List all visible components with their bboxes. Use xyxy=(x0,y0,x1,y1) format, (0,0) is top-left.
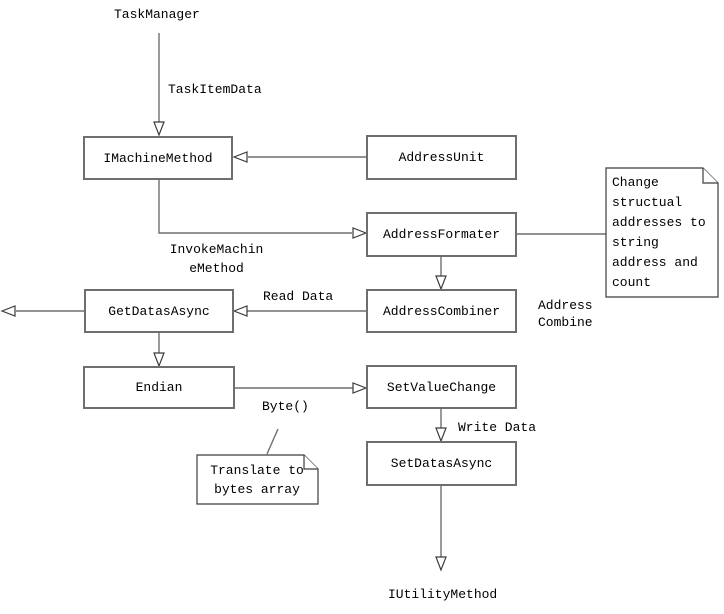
edge-label-invoke-machine-method-line1: InvokeMachin xyxy=(169,242,264,257)
box-address-unit: AddressUnit xyxy=(366,135,517,180)
note-change-line: address and xyxy=(612,255,698,270)
edge-label-invoke-machine-method: InvokeMachin eMethod xyxy=(139,243,294,276)
note-translate-shape xyxy=(196,454,319,505)
note-change-structural: Change structual addresses to string add… xyxy=(612,173,714,293)
arrow-endian-to-setvaluechange xyxy=(235,382,368,394)
edge-label-task-item-data: TaskItemData xyxy=(168,82,262,97)
edge-label-write-data: Write Data xyxy=(458,420,537,435)
box-address-combiner: AddressCombiner xyxy=(366,289,517,333)
arrow-addressunit-to-imachinemethod xyxy=(232,151,366,163)
edge-label-address-combine-line2: Combine xyxy=(538,315,593,330)
arrow-setvaluechange-to-setdatasasync xyxy=(435,409,447,443)
arrowhead-left-icon xyxy=(232,151,248,163)
note-change-line: string xyxy=(612,235,659,250)
note-change-shape xyxy=(605,167,719,298)
arrowhead-left-icon xyxy=(232,305,248,317)
edge-label-address-combine: Address Combine xyxy=(538,299,593,330)
arrow-imachinemethod-to-addressformater xyxy=(158,180,368,239)
note-translate-line: bytes array xyxy=(214,482,300,497)
arrowhead-down-icon xyxy=(153,121,165,137)
connector-byte-to-translate-note xyxy=(266,428,279,455)
box-endian: Endian xyxy=(83,366,235,409)
node-task-manager: TaskManager xyxy=(114,7,200,22)
edge-label-address-combine-line1: Address xyxy=(538,298,593,313)
box-imachine-method: IMachineMethod xyxy=(83,136,233,180)
arrow-setdatasasync-to-iutilitymethod xyxy=(435,486,447,572)
note-change-line: addresses to xyxy=(612,215,706,230)
arrowhead-right-icon xyxy=(352,382,368,394)
node-iutility-method: IUtilityMethod xyxy=(388,587,498,602)
note-translate-bytes: Translate to bytes array xyxy=(198,461,316,499)
box-set-value-change: SetValueChange xyxy=(366,365,517,409)
arrow-getdatasasync-to-endian xyxy=(153,333,165,368)
note-translate-line: Translate to xyxy=(210,463,304,478)
edge-label-byte: Byte() xyxy=(262,399,309,414)
arrowhead-left-icon xyxy=(0,305,16,317)
arrowhead-down-icon xyxy=(435,556,447,572)
arrow-addresscombiner-to-getdatasasync xyxy=(232,305,366,317)
arrowhead-right-icon xyxy=(352,227,368,239)
note-change-line: count xyxy=(612,275,652,290)
edge-label-invoke-machine-method-line2: eMethod xyxy=(189,261,244,276)
arrowhead-down-icon xyxy=(435,275,447,291)
arrow-addressformater-to-addresscombiner xyxy=(435,257,447,291)
note-change-line: Change xyxy=(612,175,659,190)
arrow-getdatasasync-out-left xyxy=(0,305,84,317)
box-get-datas-async: GetDatasAsync xyxy=(84,289,234,333)
box-address-formater: AddressFormater xyxy=(366,212,517,257)
arrow-taskmanager-to-imachinemethod xyxy=(153,33,165,137)
arrowhead-down-icon xyxy=(435,427,447,443)
box-set-datas-async: SetDatasAsync xyxy=(366,441,517,486)
note-change-line: structual xyxy=(612,195,683,210)
edge-label-read-data: Read Data xyxy=(263,289,334,304)
arrowhead-down-icon xyxy=(153,352,165,368)
